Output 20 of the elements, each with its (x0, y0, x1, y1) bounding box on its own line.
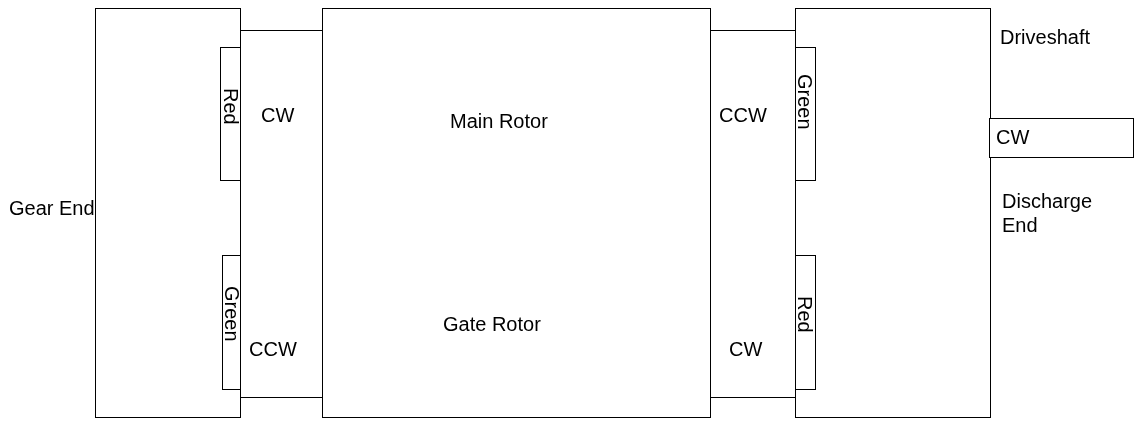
part-label: Red (792, 296, 817, 333)
part-label: Discharge End (1002, 189, 1092, 237)
shaft-block (710, 30, 796, 398)
seal-block (794, 255, 816, 390)
shaft-block (240, 30, 323, 398)
part-label: CW (261, 103, 295, 127)
part-label: Gear End (9, 196, 96, 220)
part-label: Green (220, 286, 244, 342)
part-label: CCW (249, 337, 297, 361)
seal-block (220, 47, 241, 181)
part-label: CW (996, 125, 1030, 149)
part-label: Red (219, 88, 243, 125)
part-label: Driveshaft (1000, 25, 1091, 49)
part-label: CW (729, 337, 763, 361)
part-label: Green (792, 74, 817, 130)
seal-block (794, 47, 816, 181)
part-label: CCW (719, 103, 767, 127)
rotor-housing (322, 8, 711, 418)
part-label: Main Rotor (450, 109, 548, 133)
part-label: Gate Rotor (443, 312, 541, 336)
